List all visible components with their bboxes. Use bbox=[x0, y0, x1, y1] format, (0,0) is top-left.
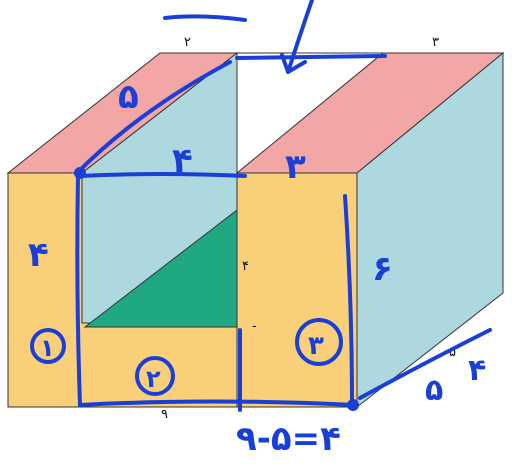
ink-horizontal-line bbox=[78, 172, 247, 178]
ink-right-vertical bbox=[343, 194, 354, 406]
ink-top-stroke bbox=[163, 14, 247, 22]
ink-slant-value: ۵ bbox=[118, 77, 139, 117]
label-right-edge: ۵ bbox=[449, 345, 456, 360]
ink-right-height-value: ۶ bbox=[372, 249, 393, 289]
handwriting-layer: ۵ ۴ ۳ ۴ ۶ ۱ ۲ ۳ ۵ ۴ ۹-۵=۴ bbox=[28, 0, 492, 459]
ink-circle-1 bbox=[30, 328, 66, 364]
ink-gap-line bbox=[235, 54, 387, 60]
ink-circle-3 bbox=[295, 318, 343, 366]
ink-dot-bottom bbox=[347, 399, 359, 411]
ink-dot-top bbox=[74, 167, 86, 179]
ink-left-vertical bbox=[75, 174, 82, 407]
ink-equation: ۹-۵=۴ bbox=[236, 419, 341, 459]
ink-gap-right-value: ۳ bbox=[285, 147, 306, 187]
ink-bottom-line bbox=[78, 399, 357, 407]
right-front-face bbox=[236, 172, 358, 408]
ink-arrow bbox=[280, 0, 314, 74]
ink-region-1: ۱ bbox=[40, 334, 55, 362]
label-middle-side: ۴ bbox=[242, 259, 249, 274]
ink-gap-top-value: ۴ bbox=[172, 141, 193, 181]
ink-region-3: ۳ bbox=[308, 331, 324, 361]
right-block bbox=[235, 51, 505, 409]
ink-left-height-value: ۴ bbox=[28, 235, 49, 275]
label-top-left: ۲ bbox=[184, 35, 191, 50]
ink-circle-2 bbox=[135, 356, 175, 396]
label-bottom-middle: ۹ bbox=[161, 407, 168, 422]
ink-region-2: ۲ bbox=[146, 365, 161, 393]
ink-slant-line bbox=[76, 60, 232, 174]
ink-depth-line bbox=[358, 328, 492, 400]
label-top-right: ۳ bbox=[432, 35, 439, 50]
ink-depth-extra: ۴ bbox=[468, 353, 486, 388]
tick-mark: - bbox=[252, 319, 257, 334]
ink-depth-value: ۵ bbox=[425, 373, 443, 408]
